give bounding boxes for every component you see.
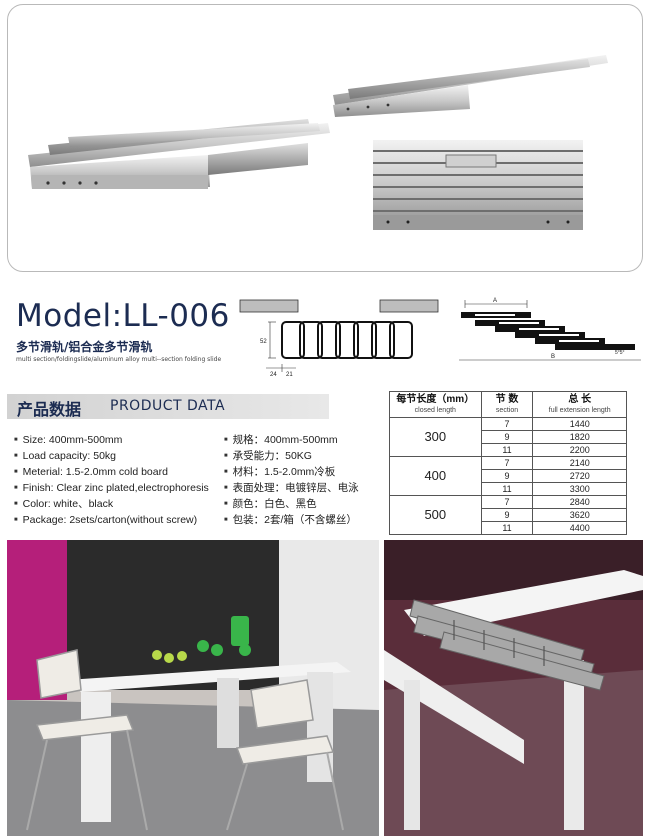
- table-row: 400 7 2140: [389, 456, 627, 496]
- dining-table-photo: [7, 540, 379, 836]
- header-closed-length: 每节长度（mm）closed length: [389, 391, 482, 418]
- spec-item: 颜色：白色、黑色: [224, 496, 359, 512]
- spec-item: 包装：2套/箱（不含螺丝）: [224, 512, 359, 528]
- full-length-cell: 4400: [532, 521, 627, 535]
- closed-length-cell: 500: [389, 495, 482, 535]
- full-length-cell: 2720: [532, 469, 627, 483]
- model-title: Model:LL-006: [16, 298, 230, 334]
- slide-rails-photo: [28, 55, 608, 230]
- dim-height-label: 52: [260, 339, 267, 345]
- table-row: 500 7 2840: [389, 495, 627, 535]
- product-data-title-en: PRODUCT DATA: [110, 398, 226, 414]
- spec-list-en: Size: 400mm-500mm Load capacity: 50kg Me…: [14, 432, 209, 528]
- rail-stack: [373, 140, 583, 230]
- diagram-label-a: A: [493, 298, 497, 304]
- full-length-cell: 2840: [532, 495, 627, 509]
- model-subtitle-en: multi section/foldingslide/aluminum allo…: [16, 356, 222, 363]
- section-cell: 9: [480, 469, 534, 483]
- table-mechanism-photo: [384, 540, 643, 836]
- spec-item: Color: white、black: [14, 496, 209, 512]
- full-length-cell: 2200: [532, 443, 627, 457]
- section-cell: 11: [480, 443, 534, 457]
- table-row: 300 7 1440: [389, 417, 627, 457]
- spec-item: Size: 400mm-500mm: [14, 432, 209, 448]
- closed-length-cell: 300: [389, 417, 482, 457]
- dim-width1-label: 24: [270, 372, 277, 378]
- section-cell: 9: [480, 508, 534, 522]
- spec-item: Load capacity: 50kg: [14, 448, 209, 464]
- product-photo-panel: [7, 4, 643, 272]
- dim-width2-label: 21: [286, 372, 293, 378]
- full-length-cell: 3300: [532, 482, 627, 496]
- closed-length-cell: 400: [389, 456, 482, 496]
- full-length-cell: 2140: [532, 456, 627, 470]
- table-row: 9 3620: [390, 508, 627, 522]
- spec-item: Finish: Clear zinc plated,electrophoresi…: [14, 480, 209, 496]
- extension-diagram: A B 5°5°: [459, 298, 641, 361]
- cross-section-diagram: 52 24 21: [239, 299, 439, 378]
- section-cell: 11: [480, 482, 534, 496]
- diagram-angle-label: 5°5°: [615, 350, 625, 356]
- rail-left: [28, 119, 330, 189]
- diagram-label-b: B: [551, 354, 555, 360]
- section-cell: 9: [480, 430, 534, 444]
- section-cell: 7: [480, 495, 534, 509]
- spec-item: 规格：400mm-500mm: [224, 432, 359, 448]
- full-length-cell: 1820: [532, 430, 627, 444]
- product-data-header: 产品数据 PRODUCT DATA: [7, 394, 329, 419]
- spec-item: Package: 2sets/carton(without screw): [14, 512, 209, 528]
- rail-top-right: [333, 55, 608, 117]
- spec-list-cn: 规格：400mm-500mm 承受能力：50KG 材料：1.5-2.0mm冷板 …: [224, 432, 359, 528]
- section-cell: 7: [480, 417, 534, 431]
- section-cell: 11: [480, 521, 534, 535]
- full-length-cell: 1440: [532, 417, 627, 431]
- full-length-cell: 3620: [532, 508, 627, 522]
- spec-item: 材料：1.5-2.0mm冷板: [224, 464, 359, 480]
- spec-item: 表面处理：电镀锌层、电泳: [224, 480, 359, 496]
- spec-item: Meterial: 1.5-2.0mm cold board: [14, 464, 209, 480]
- table-row: 11 4400: [390, 521, 627, 535]
- section-cell: 7: [480, 456, 534, 470]
- model-subtitle-cn: 多节滑轨/铝合金多节滑轨: [16, 340, 153, 354]
- product-data-title-cn: 产品数据: [17, 400, 82, 419]
- spec-item: 承受能力：50KG: [224, 448, 359, 464]
